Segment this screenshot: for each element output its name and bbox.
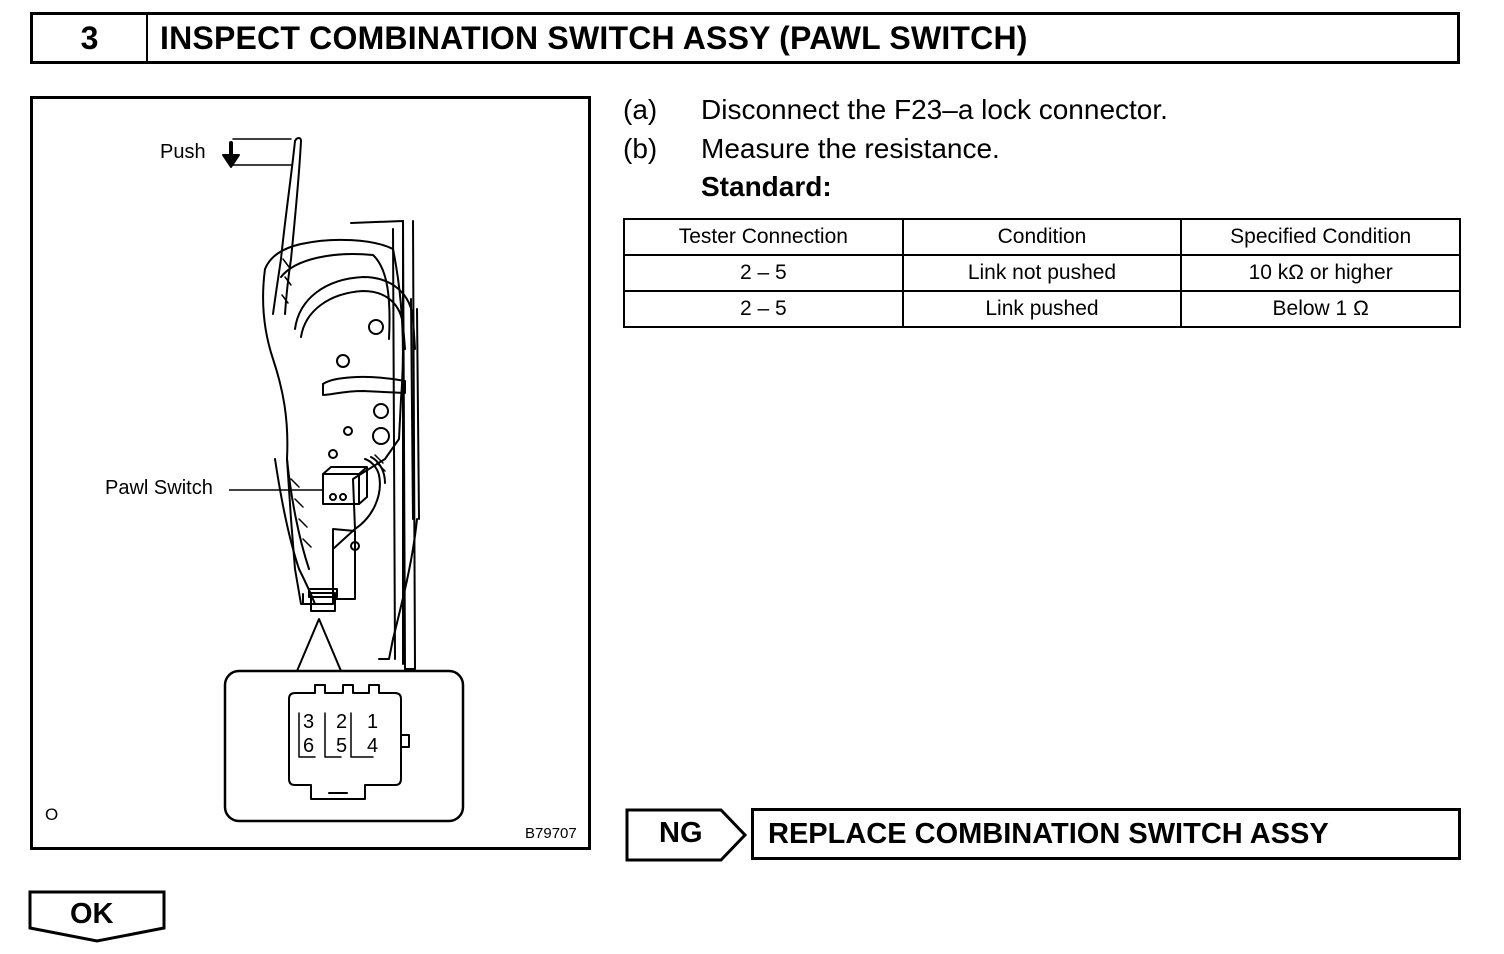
instruction-list: (a) Disconnect the F23–a lock connector.… (623, 90, 1168, 168)
ok-arrow-icon (28, 890, 166, 943)
ng-arrow-icon (625, 808, 748, 862)
step-text: Disconnect the F23–a lock connector. (701, 93, 1168, 125)
instruction-step: (b) Measure the resistance. (623, 129, 1168, 168)
figure-corner-mark: O (45, 805, 59, 824)
step-text: Measure the resistance. (701, 132, 1000, 164)
illustration-frame: Push Pawl Switch O B79707 3 2 1 6 5 4 (30, 96, 591, 850)
table-cell: Below 1 Ω (1180, 290, 1461, 328)
connector-pin-3: 3 (303, 711, 315, 733)
connector-pin-2: 2 (336, 711, 348, 733)
column-header: Specified Condition (1180, 218, 1461, 256)
instruction-step: (a) Disconnect the F23–a lock connector. (623, 90, 1168, 129)
ng-action-box: REPLACE COMBINATION SWITCH ASSY (751, 808, 1461, 860)
step-letter: (b) (623, 132, 658, 164)
connector-pin-6: 6 (303, 735, 315, 757)
table-header-row: Tester Connection Condition Specified Co… (623, 218, 1461, 256)
connector-pin-1: 1 (367, 711, 379, 733)
table-cell: Link pushed (901, 290, 1183, 328)
table-row: 2 – 5 Link pushed Below 1 Ω (623, 290, 1461, 328)
pawl-switch-label: Pawl Switch (105, 477, 213, 499)
standard-label: Standard: (701, 171, 832, 202)
ng-result-arrow: NG (625, 808, 749, 867)
column-header: Tester Connection (623, 218, 904, 256)
ok-label: OK (70, 898, 114, 930)
connector-pin-5: 5 (336, 735, 348, 757)
table-cell: 2 – 5 (623, 254, 904, 292)
spec-table: Tester Connection Condition Specified Co… (623, 218, 1461, 328)
table-cell: Link not pushed (901, 254, 1183, 292)
step-number: 3 (33, 15, 148, 61)
table-cell: 10 kΩ or higher (1180, 254, 1461, 292)
table-cell: 2 – 5 (623, 290, 904, 328)
figure-code: B79707 (525, 825, 577, 842)
door-lock-illustration (222, 137, 465, 823)
step-title: INSPECT COMBINATION SWITCH ASSY (PAWL SW… (160, 19, 1028, 56)
table-row: 2 – 5 Link not pushed 10 kΩ or higher (623, 254, 1461, 292)
connector-pin-4: 4 (367, 735, 379, 757)
push-label: Push (160, 141, 206, 163)
column-header: Condition (901, 218, 1183, 256)
ok-result-arrow: OK (28, 890, 166, 949)
ng-label: NG (659, 817, 703, 849)
step-letter: (a) (623, 93, 658, 125)
step-header: 3 INSPECT COMBINATION SWITCH ASSY (PAWL … (30, 12, 1460, 64)
